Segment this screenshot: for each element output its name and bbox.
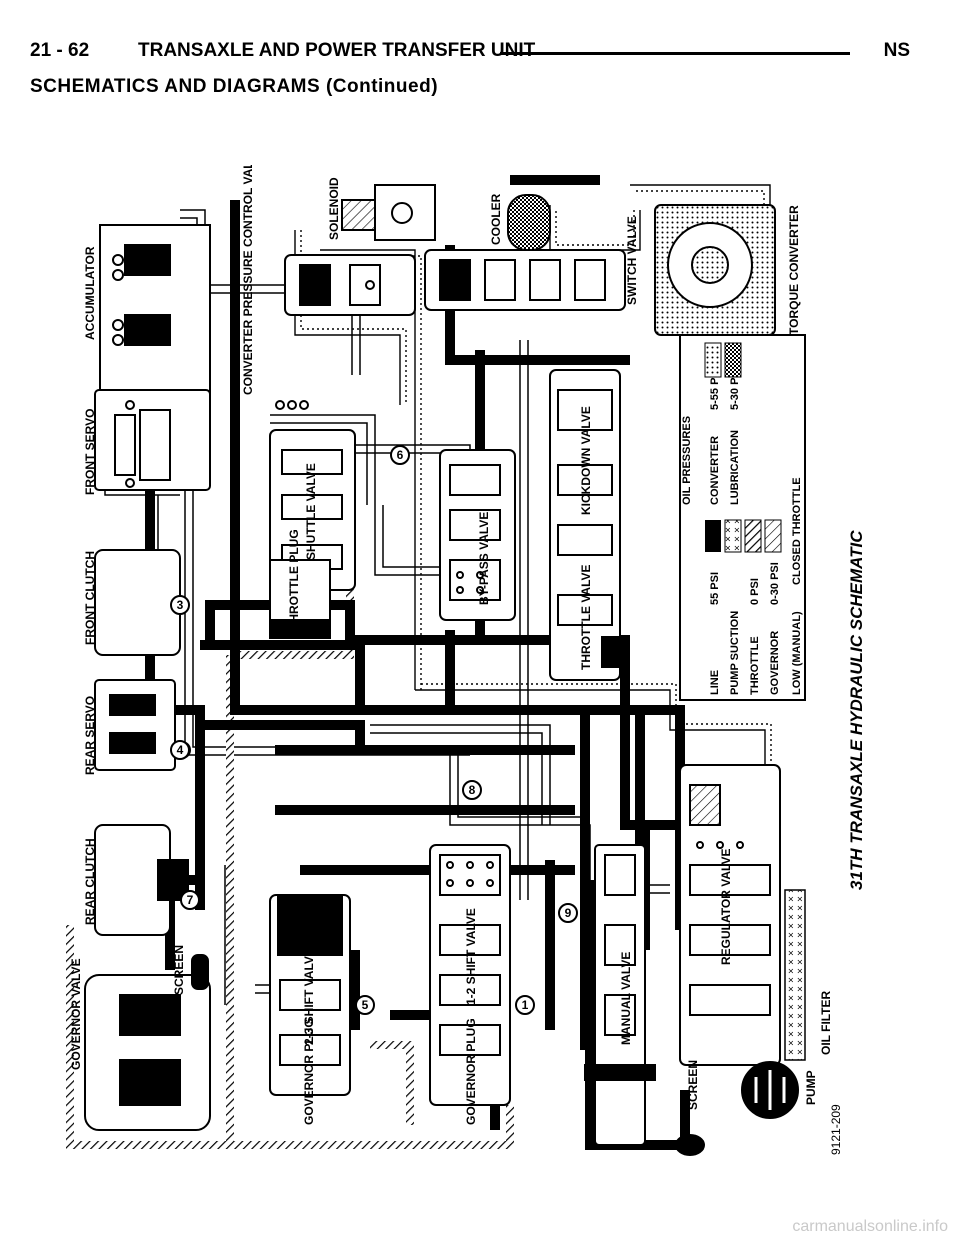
svg-text:8: 8 (469, 783, 476, 797)
header-rule (500, 52, 850, 55)
label-kickdown-valve: KICKDOWN VALVE (579, 406, 593, 515)
label-screen-lower: SCREEN (686, 1060, 700, 1110)
torque-converter (654, 204, 776, 336)
label-rear-servo: REAR SERVO (83, 696, 97, 775)
circuit-marker-5: 5 (355, 995, 375, 1015)
legend-lubrication-value: 5-30 PSI (729, 367, 741, 410)
figure-caption: 31TH TRANSAXLE HYDRAULIC SCHEMATIC (847, 530, 866, 890)
legend-lubrication-name: LUBRICATION (729, 430, 741, 505)
legend-lubrication-swatch (724, 342, 742, 378)
label-throttle-plug: THROTTLE PLUG (287, 529, 301, 630)
label-shuttle-valve: SHUTTLE VALVE (304, 463, 318, 560)
label-governor-plug-1-2: GOVERNOR PLUG (464, 1018, 478, 1125)
circuit-marker-6: 6 (390, 445, 410, 465)
label-rear-clutch: REAR CLUTCH (83, 838, 97, 925)
label-governor-valve: GOVERNOR VALVE (69, 958, 83, 1070)
shift-valve-2-3 (269, 894, 351, 1096)
svg-text:7: 7 (187, 893, 194, 907)
manual-valve (584, 844, 656, 1146)
oil-filter (784, 889, 806, 1061)
svg-text:9: 9 (565, 906, 572, 920)
legend-throttle-swatch (744, 519, 762, 553)
label-throttle-valve: THROTTLE VALVE (579, 564, 593, 670)
page-title: TRANSAXLE AND POWER TRANSFER UNIT (138, 40, 536, 61)
label-converter-pressure-control-valve: CONVERTER PRESSURE CONTROL VALVE (241, 165, 255, 395)
watermark: carmanualsonline.info (792, 1218, 948, 1235)
legend-governor-value: 0-30 PSI (769, 562, 781, 605)
hatched-passages (66, 465, 514, 1149)
label-shift-valve-1-2: 1-2 SHIFT VALVE (464, 908, 478, 1005)
label-oil-filter: OIL FILTER (819, 990, 833, 1055)
rear-servo (94, 679, 191, 771)
legend-governor-swatch (764, 519, 782, 553)
legend-condition: CLOSED THROTTLE (791, 477, 803, 585)
label-pump: PUMP (804, 1070, 818, 1105)
pump (741, 1061, 799, 1119)
legend-mode: LOW (MANUAL) (791, 611, 803, 695)
label-solenoid: SOLENOID (327, 177, 341, 240)
label-switch-valve: SWITCH VALVE (625, 216, 639, 305)
label-torque-converter: TORQUE CONVERTER (787, 205, 801, 335)
svg-text:4: 4 (177, 743, 184, 757)
circuit-markers: 3 4 7 6 8 5 1 9 (170, 445, 578, 1015)
figure-id: 9121-209 (829, 1104, 843, 1155)
solenoid (341, 184, 436, 241)
converter-control-valve (284, 254, 416, 316)
kickdown-throttle-valve-body (549, 369, 621, 681)
legend-converter-value: 5-55 PSI (709, 367, 721, 410)
circuit-marker-7: 7 (180, 890, 200, 910)
legend-line-name: LINE (709, 670, 721, 695)
svg-text:1: 1 (522, 998, 529, 1012)
screen-lower (675, 1134, 705, 1156)
label-governor-plug-2-3: GOVERNOR PLUG (302, 1018, 316, 1125)
label-shift-valve-2-3: 2-3 SHIFT VALVE (302, 948, 316, 1045)
legend-heading: OIL PRESSURES (681, 416, 693, 505)
oil-pressure-legend: OIL PRESSURES LINE 55 PSI PUMP SUCTION T… (679, 334, 806, 701)
circuit-marker-4: 4 (170, 740, 190, 760)
svg-text:3: 3 (177, 598, 184, 612)
circuit-marker-8: 8 (462, 780, 482, 800)
component-labels: ACCUMULATOR FRONT SERVO FRONT CLUTCH REA… (69, 165, 833, 1125)
page-number: 21 - 62 (30, 40, 90, 61)
section-code: NS (883, 40, 910, 61)
svg-text:6: 6 (397, 448, 404, 462)
circuit-marker-1: 1 (515, 995, 535, 1015)
front-servo (94, 389, 211, 491)
throttle-plug (269, 559, 331, 639)
page-header: 21 - 62 TRANSAXLE AND POWER TRANSFER UNI… (30, 40, 910, 68)
bypass-valve (439, 449, 516, 621)
rear-clutch (94, 824, 189, 936)
label-front-servo: FRONT SERVO (83, 409, 97, 495)
legend-pump-suction-swatch (724, 519, 742, 553)
label-regulator-valve: REGULATOR VALVE (719, 849, 733, 965)
legend-throttle-value: 0 PSI (749, 578, 761, 605)
legend-pump-suction-name: PUMP SUCTION (729, 611, 741, 695)
cooler (507, 175, 600, 251)
label-front-clutch: FRONT CLUTCH (83, 551, 97, 645)
legend-line-value: 55 PSI (709, 572, 721, 605)
label-manual-valve: MANUAL VALVE (619, 952, 633, 1045)
svg-text:5: 5 (362, 998, 369, 1012)
circuit-marker-9: 9 (558, 903, 578, 923)
regulator-valve (679, 764, 781, 1066)
legend-line-swatch (705, 520, 721, 552)
label-accumulator: ACCUMULATOR (83, 246, 97, 340)
legend-converter-swatch (704, 342, 722, 378)
circuit-marker-3: 3 (170, 595, 190, 615)
legend-converter-name: CONVERTER (709, 436, 721, 505)
label-cooler: COOLER (489, 193, 503, 245)
shift-valve-1-2 (429, 844, 511, 1106)
switch-valve (424, 249, 626, 311)
label-bypass-valve: BY-PASS VALVE (477, 512, 491, 605)
legend-governor-name: GOVERNOR (769, 631, 781, 695)
governor-valve (84, 954, 211, 1131)
legend-throttle-name: THROTTLE (749, 636, 761, 695)
section-subheader: SCHEMATICS AND DIAGRAMS (Continued) (30, 76, 439, 97)
label-screen-upper: SCREEN (172, 945, 186, 995)
hydraulic-schematic: × (66, 165, 866, 1156)
